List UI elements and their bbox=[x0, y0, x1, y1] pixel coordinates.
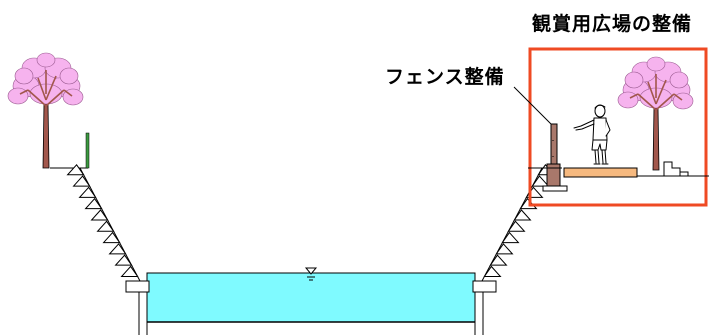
fence-label: フェンス整備 bbox=[385, 66, 505, 88]
plaza-label: 観賞用広場の整備 bbox=[532, 13, 693, 35]
river-water bbox=[146, 272, 476, 323]
fence-post bbox=[542, 123, 568, 192]
right-embankment bbox=[481, 163, 556, 282]
water-level-icon bbox=[304, 267, 318, 281]
plaza-steps bbox=[663, 161, 689, 176]
plaza-deck bbox=[563, 167, 638, 178]
fence-leader-line bbox=[513, 86, 552, 125]
left-embankment bbox=[50, 163, 141, 282]
plaza-highlight-box bbox=[528, 47, 708, 207]
right-cherry-tree-icon bbox=[617, 56, 694, 171]
left-cherry-tree-icon bbox=[7, 52, 84, 169]
person-pointing-icon bbox=[573, 104, 611, 165]
left-fence-post bbox=[85, 132, 90, 169]
river-channel bbox=[125, 272, 497, 335]
